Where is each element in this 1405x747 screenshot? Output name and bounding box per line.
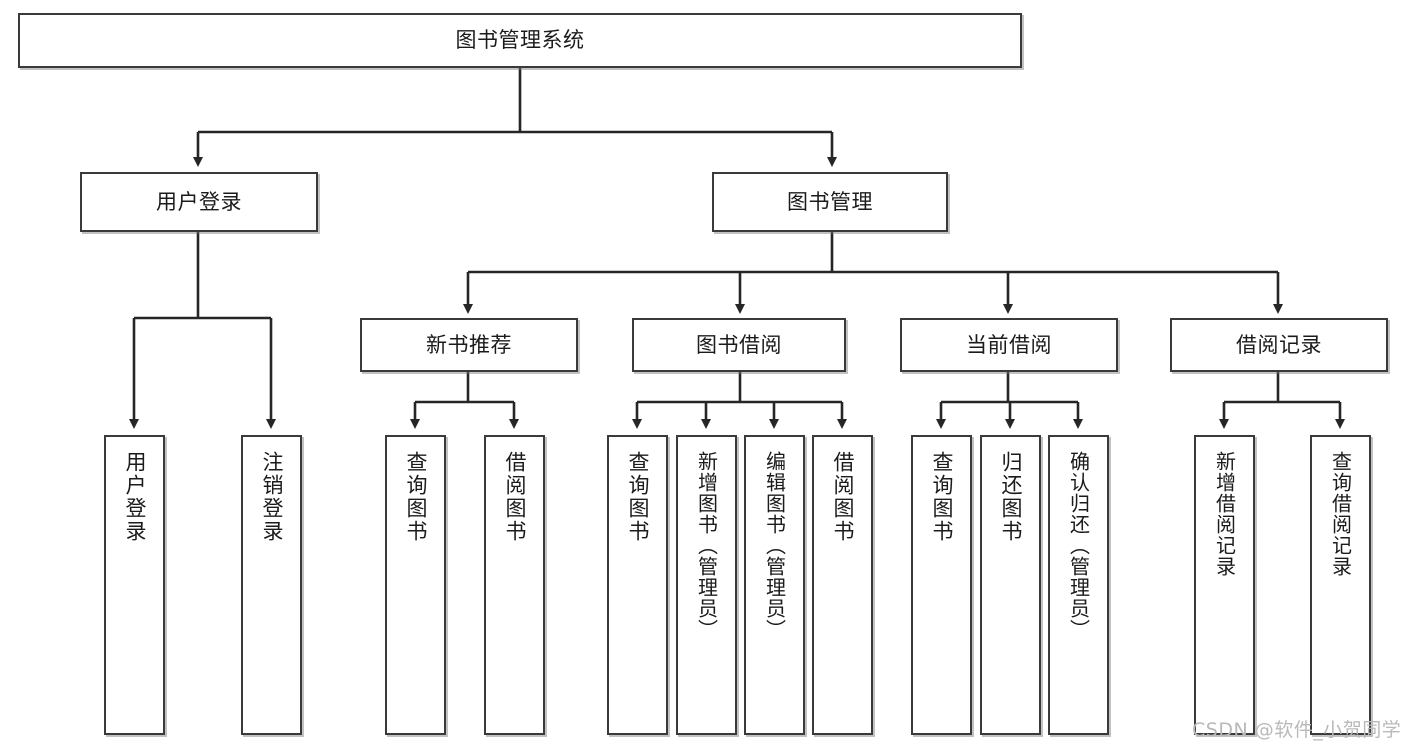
- node-leaf-query-book-1-label: 查询图书: [404, 451, 428, 543]
- node-leaf-add-record-label: 新增借阅记录: [1212, 451, 1237, 577]
- node-user-login-label: 用户登录: [156, 189, 242, 214]
- node-leaf-query-book-3-label: 查询图书: [930, 451, 954, 543]
- node-leaf-query-book-2-label: 查询图书: [626, 451, 650, 543]
- node-leaf-return-book-label: 归还图书: [999, 451, 1023, 543]
- node-leaf-query-book-3[interactable]: 查询图书: [911, 435, 972, 735]
- node-user-login[interactable]: 用户登录: [80, 172, 318, 232]
- node-book-manage-label: 图书管理: [787, 189, 873, 214]
- node-leaf-add-book-label: 新增图书（管理员）: [694, 451, 719, 640]
- node-book-manage[interactable]: 图书管理: [712, 172, 948, 232]
- node-leaf-user-login-label: 用户登录: [123, 451, 147, 543]
- node-leaf-logout-label: 注销登录: [260, 451, 284, 543]
- node-leaf-return-book[interactable]: 归还图书: [980, 435, 1041, 735]
- node-new-book-rec[interactable]: 新书推荐: [360, 318, 578, 372]
- node-leaf-borrow-book-2[interactable]: 借阅图书: [812, 435, 873, 735]
- node-leaf-user-login[interactable]: 用户登录: [104, 435, 165, 735]
- node-leaf-confirm-return[interactable]: 确认归还（管理员）: [1048, 435, 1109, 735]
- node-leaf-add-book[interactable]: 新增图书（管理员）: [676, 435, 737, 735]
- node-leaf-edit-book-label: 编辑图书（管理员）: [762, 451, 787, 640]
- node-leaf-edit-book[interactable]: 编辑图书（管理员）: [744, 435, 805, 735]
- node-current-borrow[interactable]: 当前借阅: [900, 318, 1118, 372]
- node-leaf-borrow-book-1-label: 借阅图书: [503, 451, 527, 543]
- node-root[interactable]: 图书管理系统: [18, 13, 1022, 68]
- node-leaf-confirm-return-label: 确认归还（管理员）: [1066, 451, 1091, 640]
- node-current-borrow-label: 当前借阅: [966, 332, 1052, 357]
- node-borrow-record[interactable]: 借阅记录: [1170, 318, 1388, 372]
- node-borrow-record-label: 借阅记录: [1236, 332, 1322, 357]
- node-leaf-query-book-1[interactable]: 查询图书: [385, 435, 446, 735]
- node-new-book-rec-label: 新书推荐: [426, 332, 512, 357]
- node-book-borrow[interactable]: 图书借阅: [632, 318, 846, 372]
- node-leaf-borrow-book-2-label: 借阅图书: [831, 451, 855, 543]
- node-leaf-logout[interactable]: 注销登录: [241, 435, 302, 735]
- csdn-watermark: CSDN @软件_小贺同学: [1192, 719, 1402, 741]
- node-leaf-query-book-2[interactable]: 查询图书: [607, 435, 668, 735]
- node-book-borrow-label: 图书借阅: [696, 332, 782, 357]
- node-leaf-add-record[interactable]: 新增借阅记录: [1194, 435, 1255, 735]
- node-leaf-query-record-label: 查询借阅记录: [1328, 451, 1353, 577]
- node-leaf-query-record[interactable]: 查询借阅记录: [1310, 435, 1371, 735]
- node-leaf-borrow-book-1[interactable]: 借阅图书: [484, 435, 545, 735]
- node-root-label: 图书管理系统: [455, 28, 585, 53]
